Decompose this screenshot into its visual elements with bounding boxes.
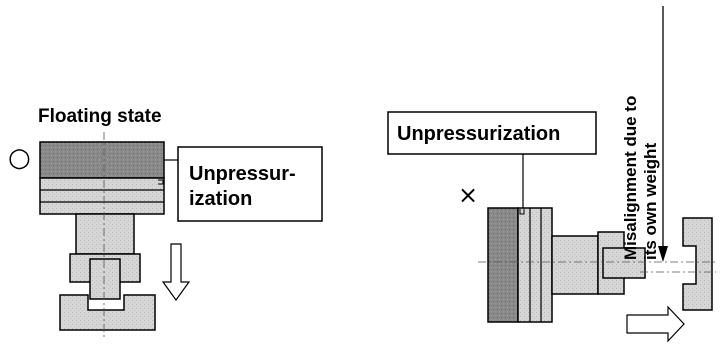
- misalignment-label-line1: Misalignment due to: [621, 96, 640, 260]
- left-pin: [89, 258, 121, 300]
- weight-arrow-head: [658, 246, 668, 262]
- left-down-arrow: [161, 243, 191, 302]
- left-shaft-upper: [75, 213, 135, 255]
- right-body: [517, 207, 553, 323]
- right-arrow: [626, 305, 685, 343]
- right-label-text: Unpressurization: [397, 123, 560, 145]
- left-label-box: [177, 146, 323, 222]
- right-dark-plate: [487, 207, 519, 323]
- left-workpiece: [59, 294, 156, 331]
- left-top-plate: [39, 141, 165, 179]
- left-body: [39, 177, 165, 215]
- right-workpiece: [682, 217, 713, 311]
- right-panel: Unpressurization × Misalignment due to i…: [387, 6, 716, 343]
- right-port-mark: [519, 209, 525, 215]
- misalignment-label-line2: its own weight: [641, 143, 660, 260]
- left-label-line2: ization: [189, 188, 252, 210]
- left-label-line1: Unpressur-: [189, 163, 296, 185]
- ok-circle-mark: ○: [8, 143, 31, 173]
- left-panel: Floating state ○ Unpressur- ization: [8, 106, 323, 338]
- right-label-box: [387, 111, 597, 155]
- floating-state-heading: Floating state: [38, 106, 162, 127]
- ng-cross-mark: ×: [458, 181, 478, 209]
- right-shaft-upper: [551, 235, 599, 295]
- right-pin: [602, 247, 646, 279]
- left-port-mark: [158, 179, 164, 185]
